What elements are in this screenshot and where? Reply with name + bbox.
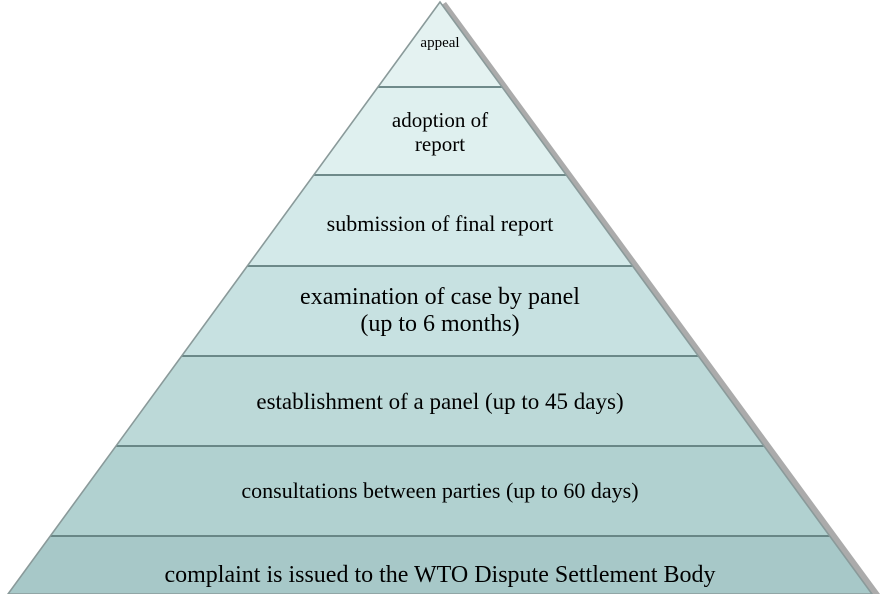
pyramid-band-0[interactable]	[377, 2, 503, 87]
pyramid-outline	[7, 0, 873, 594]
pyramid-band-1[interactable]	[313, 87, 567, 175]
pyramid-divider-group	[50, 86, 830, 537]
pyramid-band-6[interactable]	[8, 536, 872, 594]
pyramid-band-5[interactable]	[50, 446, 830, 536]
pyramid-band-group	[8, 2, 872, 594]
pyramid-band-3[interactable]	[181, 266, 699, 356]
pyramid-drop-shadow	[440, 2, 880, 594]
pyramid-band-2[interactable]	[247, 175, 633, 266]
pyramid-band-4[interactable]	[116, 356, 764, 446]
